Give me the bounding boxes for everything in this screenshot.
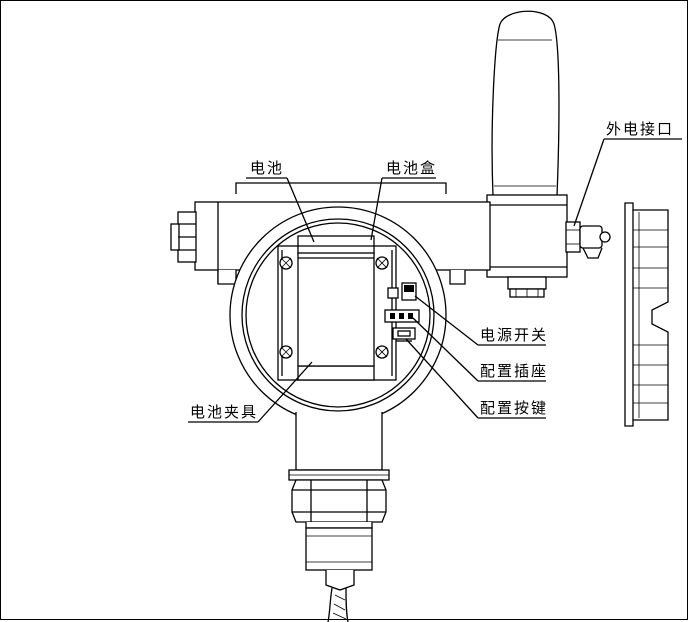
config-socket <box>384 309 420 323</box>
power-switch <box>387 282 417 301</box>
config-button <box>392 327 416 342</box>
cover-side-view <box>624 202 669 427</box>
battery <box>297 252 375 367</box>
screw-top-left <box>279 256 293 270</box>
label-battery-box: 电池盒 <box>386 159 437 177</box>
label-power-switch: 电源开关 <box>480 326 548 344</box>
label-battery-clamp: 电池夹具 <box>190 403 258 421</box>
external-power-connector <box>565 221 611 259</box>
antenna <box>491 10 560 197</box>
radio-module <box>486 194 568 298</box>
label-battery: 电池 <box>250 159 284 177</box>
battery-box-screws <box>279 256 389 359</box>
screw-bottom-right <box>375 345 389 359</box>
bottom-cable <box>325 570 355 622</box>
leader-lines <box>188 138 682 423</box>
label-config-socket: 配置插座 <box>480 362 548 380</box>
left-cable-gland <box>170 211 197 263</box>
screw-top-right <box>375 256 389 270</box>
bottom-fitting <box>288 469 390 571</box>
screw-bottom-left <box>279 345 293 359</box>
label-config-button: 配置按键 <box>480 399 548 417</box>
callout-labels: 外电接口 电池 电池盒 电源开关 配置插座 配置按键 电池夹具 <box>190 120 674 421</box>
label-external-power-port: 外电接口 <box>606 120 674 138</box>
